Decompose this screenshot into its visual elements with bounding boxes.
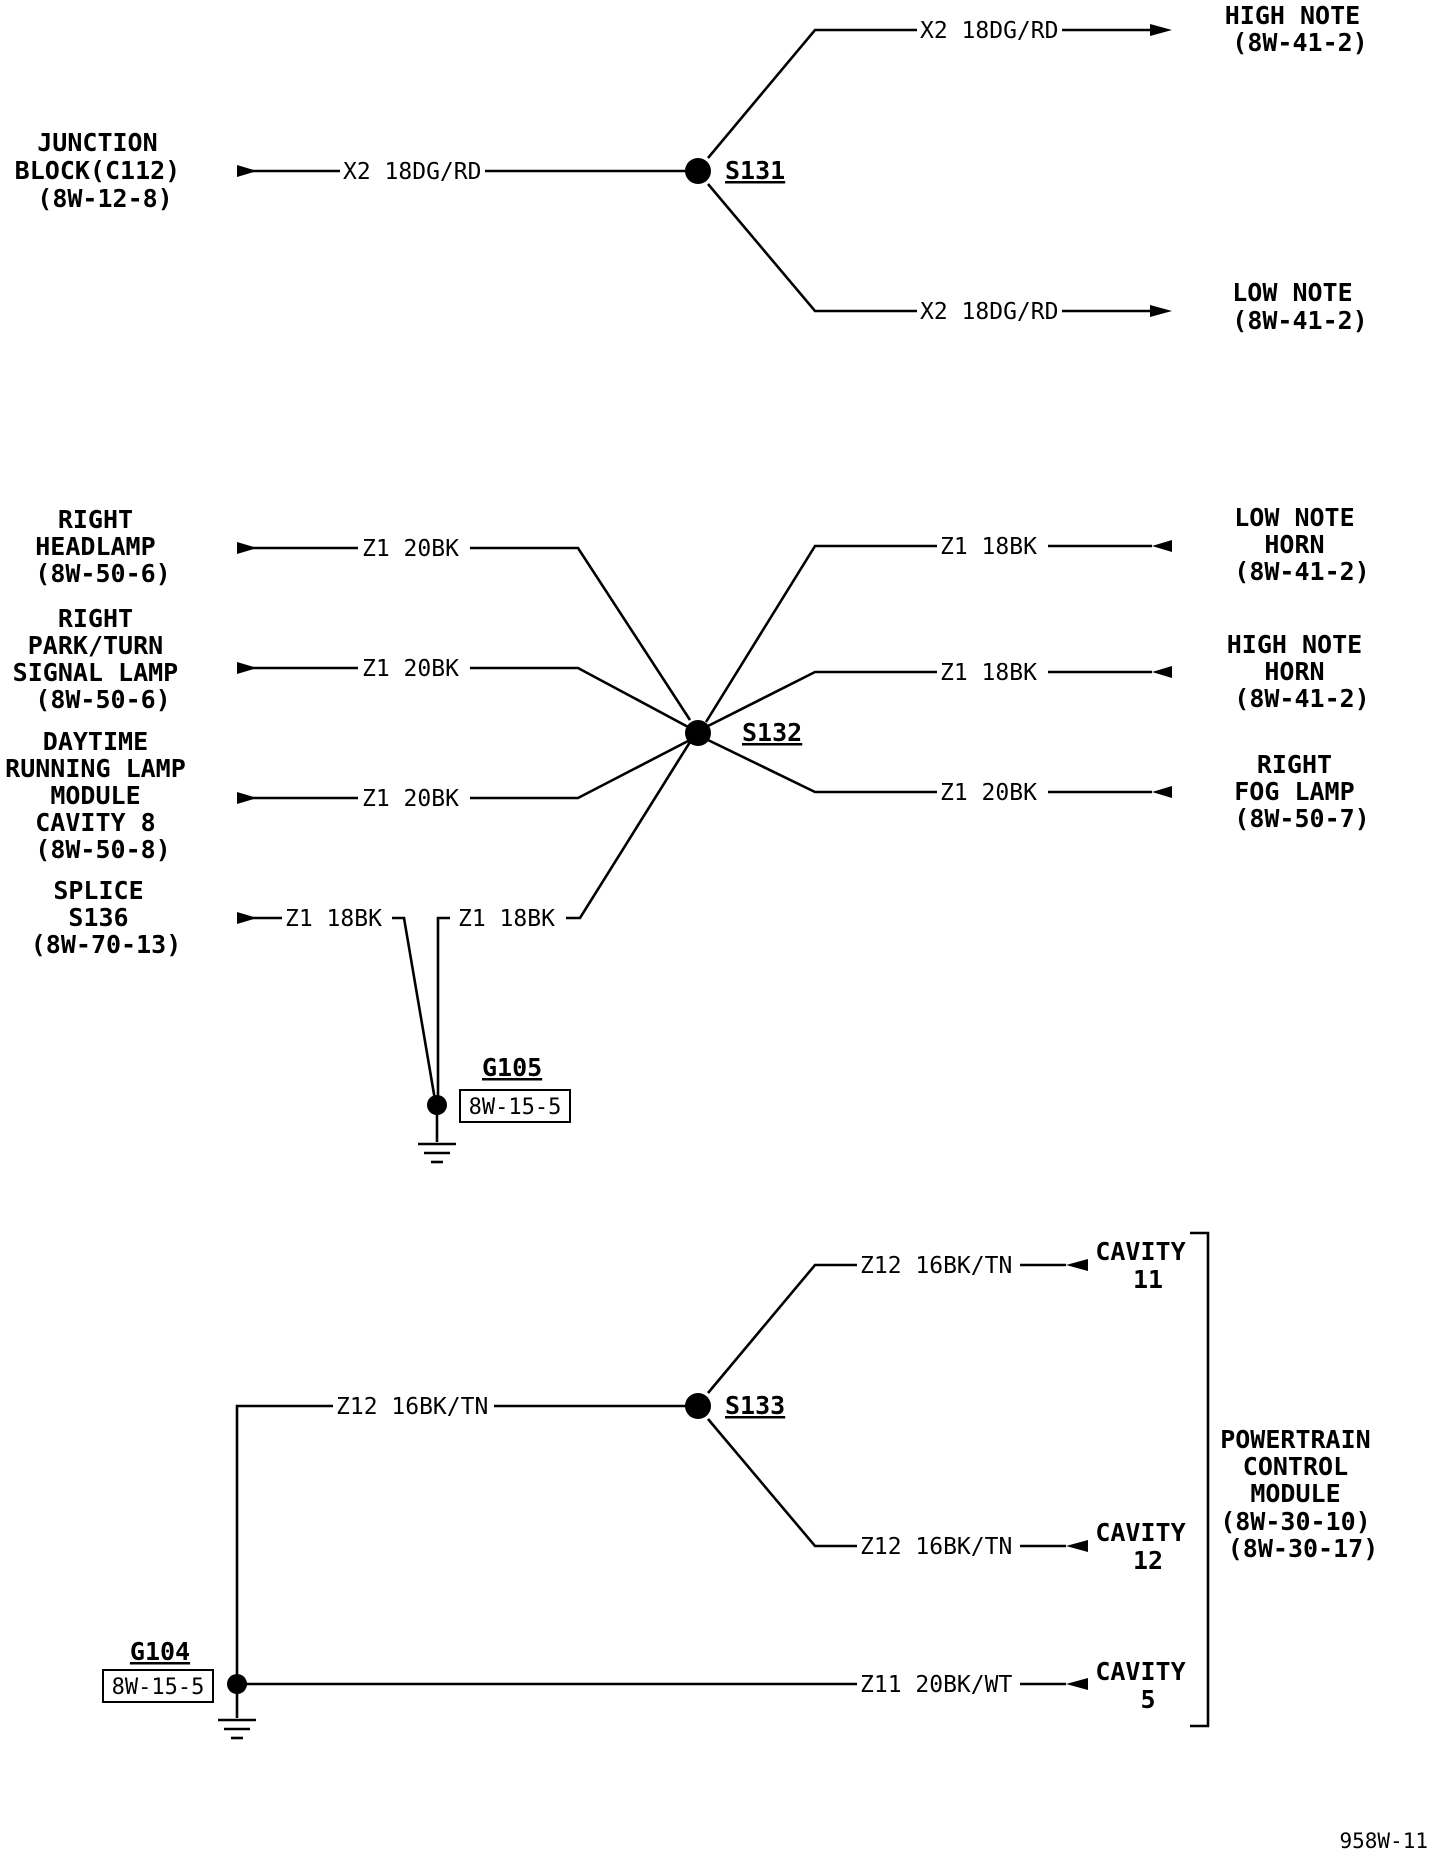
ground-ref-g105: 8W-15-5 [469, 1095, 562, 1120]
high-note-label: HIGH NOTE (8W-41-2) [1225, 1, 1376, 57]
right-fog-lamp-label: RIGHT FOG LAMP (8W-50-7) [1234, 750, 1369, 833]
ground-label-g104: G104 [130, 1637, 190, 1666]
ground-ref-box-g104 [102, 1669, 214, 1703]
wire-label-x2-in: X2 18DG/RD [343, 159, 481, 185]
wire-label-drl: Z1 20BK [362, 786, 459, 812]
pcm-bracket [1190, 1231, 1210, 1728]
wire-label-headlamp: Z1 20BK [362, 536, 459, 562]
wire-label-x2-high: X2 18DG/RD [920, 18, 1058, 44]
wire-label-cavity-11: Z12 16BK/TN [860, 1253, 1012, 1279]
wire-label-fog: Z1 20BK [940, 780, 1037, 806]
arrow-icon [1152, 786, 1172, 798]
splice-dot-s133 [685, 1393, 711, 1419]
wire-label-high-horn: Z1 18BK [940, 660, 1037, 686]
arrow-icon [1152, 540, 1172, 552]
wire-high-horn [707, 670, 937, 728]
wire-s136-ground [392, 916, 437, 1101]
wire-label-main: Z12 16BK/TN [336, 1394, 488, 1420]
wire-low-horn [704, 544, 937, 723]
wire-label-ground: Z1 18BK [458, 906, 555, 932]
low-note-horn-label: LOW NOTE HORN (8W-41-2) [1234, 503, 1369, 586]
arrow-icon [1066, 1259, 1088, 1271]
splice-dot-s131 [685, 158, 711, 184]
ground-ref-g104: 8W-15-5 [112, 1675, 205, 1700]
splice-label-s132: S132 [742, 718, 802, 747]
wire-label-cavity-5: Z11 20BK/WT [860, 1672, 1012, 1698]
wire-label-low-horn: Z1 18BK [940, 534, 1037, 560]
arrow-icon [1152, 666, 1172, 678]
wire-fog [707, 738, 937, 794]
wire-main-vertical [235, 1404, 333, 1684]
wire-drl-cont [470, 738, 691, 800]
wire-label-s136: Z1 18BK [285, 906, 382, 932]
ground-label-g105: G105 [482, 1053, 542, 1082]
wire-cavity-12 [707, 1418, 857, 1548]
right-headlamp-label: RIGHT HEADLAMP (8W-50-6) [35, 505, 170, 588]
section-s133: Z12 16BK/TN S133 Z12 16BK/TN CAVITY 11 Z… [102, 1231, 1386, 1740]
arrow-icon [1066, 1540, 1088, 1552]
wire-low-note [707, 183, 917, 313]
drl-module-label: DAYTIME RUNNING LAMP MODULE CAVITY 8 (8W… [5, 727, 201, 864]
wire-high-note [707, 28, 917, 159]
arrow-icon [1150, 24, 1172, 36]
pcm-label: POWERTRAIN CONTROL MODULE (8W-30-10) (8W… [1220, 1425, 1386, 1563]
section-s132: RIGHT HEADLAMP (8W-50-6) RIGHT PARK/TURN… [5, 503, 1378, 1164]
splice-label-s131: S131 [725, 156, 785, 185]
ground-symbol-icon [418, 1142, 456, 1164]
splice-dot-s132 [685, 720, 711, 746]
ground-symbol-icon [218, 1718, 256, 1740]
wire-label-x2-low: X2 18DG/RD [920, 299, 1058, 325]
arrow-icon [1150, 305, 1172, 317]
wire-headlamp-cont [470, 546, 692, 721]
cavity-11-label: CAVITY 11 [1095, 1237, 1200, 1294]
low-note-label: LOW NOTE (8W-41-2) [1232, 278, 1367, 335]
wire-label-cavity-12: Z12 16BK/TN [860, 1534, 1012, 1560]
wire-park-turn-cont [470, 666, 691, 730]
wire-cavity-11 [707, 1263, 857, 1394]
wire-ground-cont [566, 741, 692, 920]
cavity-12-label: CAVITY 12 [1095, 1518, 1200, 1575]
cavity-5-label: CAVITY 5 [1095, 1657, 1200, 1714]
ground-ref-box-g105 [459, 1089, 571, 1123]
splice-label-s133: S133 [725, 1391, 785, 1420]
splice-s136-label: SPLICE S136 (8W-70-13) [31, 876, 182, 959]
high-note-horn-label: HIGH NOTE HORN (8W-41-2) [1227, 630, 1378, 713]
junction-block-label: JUNCTION BLOCK(C112) (8W-12-8) [15, 128, 196, 213]
right-park-turn-label: RIGHT PARK/TURN SIGNAL LAMP (8W-50-6) [13, 604, 194, 714]
figure-id: 958W-11 [1339, 1829, 1428, 1853]
arrow-icon [1066, 1678, 1088, 1690]
wire-ground-vertical [436, 916, 450, 1100]
section-s131: JUNCTION BLOCK(C112) (8W-12-8) X2 18DG/R… [15, 1, 1376, 335]
wire-label-park-turn: Z1 20BK [362, 656, 459, 682]
